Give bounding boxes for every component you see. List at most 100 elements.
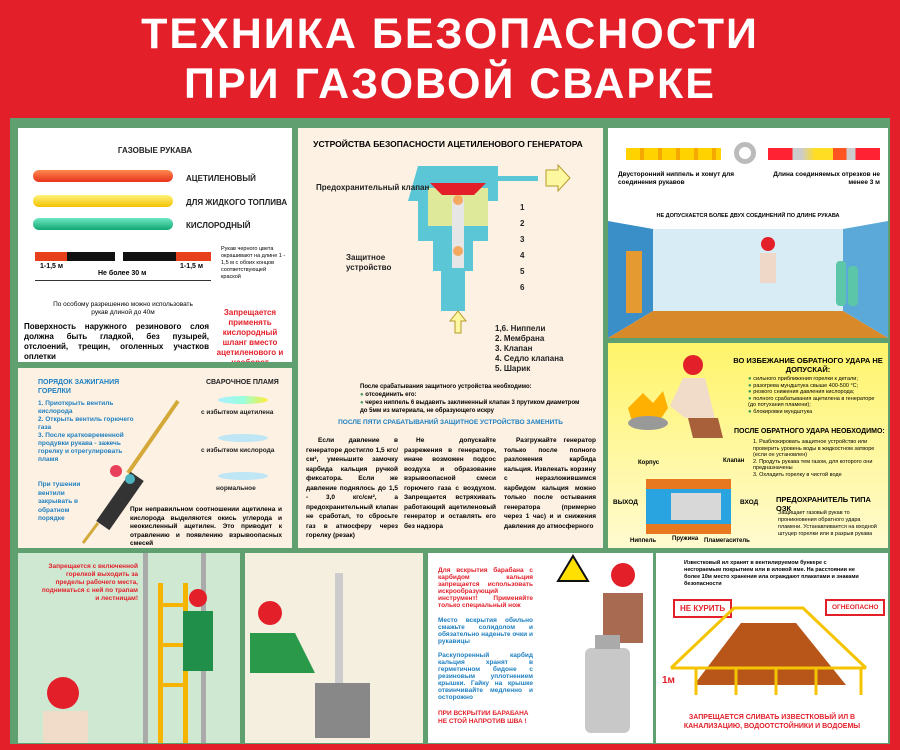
outlet-label: ВЫХОД (613, 499, 638, 506)
black-hose-left (35, 252, 115, 261)
backfire-item: разогрева мундштука свыше 400-500 °С; (748, 383, 883, 390)
fuel-hose (33, 195, 173, 207)
ladder-illustration (43, 553, 213, 743)
part-number: 1 (520, 203, 525, 212)
flammable-sign: ОГНЕОПАСНО (825, 599, 886, 616)
panel-carbide-rules: Для вскрытия барабана с карбидом кальция… (428, 553, 653, 743)
legend-item: 5. Шарик (495, 364, 531, 373)
safety-device-diagram (408, 163, 571, 334)
poster-title-line1: ТЕХНИКА БЕЗОПАСНОСТИ (141, 10, 759, 58)
panel-ignition: ПОРЯДОК ЗАЖИГАНИЯ ГОРЕЛКИ 1. Приоткрыть … (18, 368, 292, 548)
generator-text-col2: Не допускайте разрежения в генераторе, и… (404, 437, 496, 530)
panel-ladder: Запрещается с включенной горелкой выходи… (18, 553, 240, 743)
panel-carbide-drum (245, 553, 423, 743)
after-backfire-title: ПОСЛЕ ОБРАТНОГО УДАРА НЕОБХОДИМО: (734, 428, 885, 435)
after-trigger-title: После срабатывания защитного устройства … (360, 384, 532, 390)
ignition-step: 2. Открыть вентиль горючего газа (38, 416, 134, 431)
joints-rule: НЕ ДОПУСКАЕТСЯ БОЛЕЕ ДВУХ СОЕДИНЕНИЙ ПО … (656, 213, 840, 219)
legend-item: 4. Седло клапана (495, 354, 564, 363)
flame-oxygen (218, 434, 268, 442)
sludge-forbid-note: ЗАПРЕЩАЕТСЯ СЛИВАТЬ ИЗВЕСТКОВЫЙ ИЛ В КАН… (683, 714, 861, 730)
device-label: Защитное устройство (346, 253, 392, 272)
clamp-image (734, 142, 756, 164)
ignition-step: 3. После кратковременной продувки рукава… (38, 432, 124, 463)
part-body-label: Корпус (638, 460, 660, 466)
legend-item: 1,6. Ниппели (495, 324, 546, 333)
surface-requirement: Поверхность наружного резинового слоя до… (24, 322, 209, 361)
room-illustration (608, 221, 888, 338)
hose-label: АЦЕТИЛЕНОВЫЙ (186, 174, 256, 183)
backfire-item: резкого снижения давления кислорода; (748, 389, 883, 396)
legend-item: 2. Мембрана (495, 334, 545, 343)
black-hose-note: Рукав черного цвета окрашивают на длине … (221, 246, 286, 280)
fence-height-label: 1м (662, 675, 675, 686)
part-arrester-label: Пламегаситель (704, 538, 750, 544)
ozk-title: ПРЕДОХРАНИТЕЛЬ ТИПА ОЗК (776, 495, 871, 513)
joined-hose-image (768, 148, 880, 160)
poster-title-line2: ПРИ ГАЗОВОЙ СВАРКЕ (184, 60, 716, 108)
hose-label: ДЛЯ ЖИДКОГО ТОПЛИВА (186, 198, 288, 207)
part-number: 2 (520, 219, 525, 228)
panel-generator-safety: УСТРОЙСТВА БЕЗОПАСНОСТИ АЦЕТИЛЕНОВОГО ГЕ… (298, 128, 603, 548)
flame-normal (218, 472, 268, 480)
sludge-pit-illustration (669, 606, 868, 695)
extinguish-note: При тушении вентили закрывать в обратном… (38, 481, 81, 522)
panel-hose-joints: Двусторонний ниппель и хомут для соедине… (608, 128, 888, 338)
backfire-list: сильного приближения горелки к детали;ра… (748, 376, 883, 415)
panel-gas-hoses: ГАЗОВЫЕ РУКАВА АЦЕТИЛЕНОВЫЙ ДЛЯ ЖИДКОГО … (18, 128, 292, 362)
length-dimension-line (35, 280, 211, 281)
generator-text-col1: Если давление в генераторе достигло 1,5 … (306, 437, 398, 539)
flame-title: СВАРОЧНОЕ ПЛАМЯ (206, 379, 279, 386)
part-number: 5 (520, 267, 525, 276)
panel-backfire: ВО ИЗБЕЖАНИЕ ОБРАТНОГО УДАРА НЕ ДОПУСКАЙ… (608, 343, 888, 548)
backfire-title: ВО ИЗБЕЖАНИЕ ОБРАТНОГО УДАРА НЕ ДОПУСКАЙ… (733, 356, 883, 374)
worker-opening-drum-illustration (245, 553, 423, 743)
ratio-warning: При неправильном соотношении ацетилена и… (130, 506, 282, 547)
black-hose-right (123, 252, 211, 261)
after-trigger-block: После срабатывания защитного устройства … (360, 383, 580, 415)
after-backfire-item: 1. Разблокировать защитное устройство ил… (753, 439, 875, 458)
carbide-rule-grease: Место вскрытия обильно смажьте солидолом… (438, 617, 533, 645)
torch-illustration (81, 399, 180, 544)
explosive-sign-and-can (556, 554, 643, 733)
after-trigger-item: отсоединить его: (360, 391, 580, 399)
nipple-caption: Двусторонний ниппель и хомут для соедине… (618, 171, 735, 186)
carbide-rule-tool: Для вскрытия барабана с карбидом кальция… (438, 567, 533, 609)
part-spring-label: Пружина (672, 536, 699, 542)
after-trigger-item: через ниппель 6 выдавить заклиненный кла… (360, 399, 580, 415)
flame-label: с избытком кислорода (201, 447, 275, 454)
after-backfire-list: 1. Разблокировать защитное устройство ил… (753, 439, 881, 478)
flame-label: нормальное (216, 485, 256, 492)
ignition-step: 1. Приоткрыть вентиль кислорода (38, 400, 114, 415)
length-caption: Длина соединяемых отрезков не менее 3 м (773, 171, 880, 186)
backfire-item: полного срабатывания ацетилена в генерат… (748, 396, 883, 409)
ozk-diagram (646, 479, 731, 534)
oxygen-hose (33, 218, 173, 230)
ozk-text: Защищает газовый рукав то проникновения … (778, 510, 877, 537)
after-backfire-item: 3. Охладить горелку в чистой воде (753, 471, 842, 478)
generator-text-col3: Разгружайте генератор только после полно… (504, 437, 596, 530)
panel-lime-sludge: Известковый ил хранят в вентилируемом бу… (656, 553, 888, 743)
valve-label: Предохранительный клапан (316, 183, 430, 192)
carbide-rule-storage: Раскупоренный карбид кальция хранят в ге… (438, 652, 533, 701)
permit-note: По особому разрешению можно использовать… (53, 301, 193, 316)
part-nipple-label: Ниппель (630, 538, 657, 544)
part-number: 4 (520, 251, 525, 260)
backfire-item: сильного приближения горелки к детали; (748, 376, 883, 383)
nipple-image (626, 148, 721, 160)
part-number: 3 (520, 235, 525, 244)
replace-note: ПОСЛЕ ПЯТИ СРАБАТЫВАНИЙ ЗАЩИТНОЕ УСТРОЙС… (338, 419, 563, 426)
welder-backfire-illustration (628, 355, 723, 438)
end-length-left: 1-1,5 м (40, 263, 64, 270)
hose-forbid-note: Запрещается применять кислородный шланг … (216, 308, 284, 362)
ladder-warning: Запрещается с включенной горелкой выходи… (41, 563, 138, 602)
flame-acetylene (218, 396, 268, 404)
part-valve-label: Клапан (723, 458, 745, 464)
legend-item: 3. Клапан (495, 344, 533, 353)
ignition-title: ПОРЯДОК ЗАЖИГАНИЯ ГОРЕЛКИ (38, 379, 120, 395)
after-backfire-item: 2. Продуть рукава тем газом, для которог… (753, 458, 873, 472)
end-length-right: 1-1,5 м (180, 263, 204, 270)
carbide-seam-warning: ПРИ ВСКРЫТИИ БАРАБАНА НЕ СТОЙ НАПРОТИВ Ш… (438, 710, 529, 725)
